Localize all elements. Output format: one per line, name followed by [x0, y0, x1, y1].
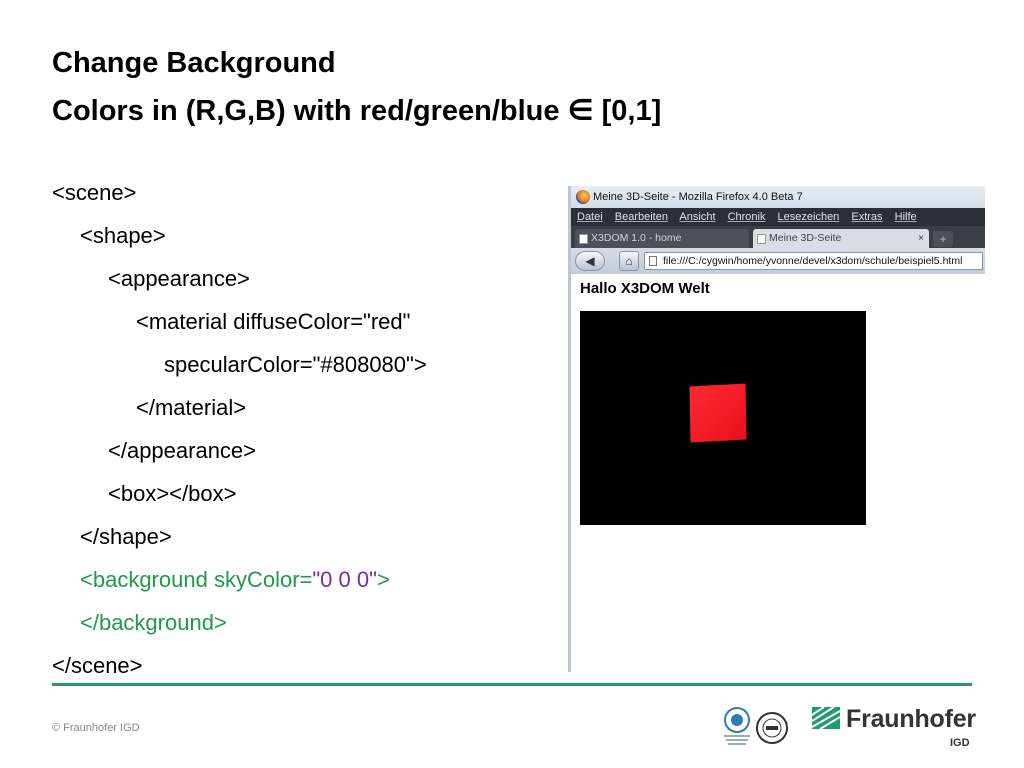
slide-title: Change Background [52, 47, 336, 79]
copyright-text: © Fraunhofer IGD [52, 722, 140, 734]
menu-extras[interactable]: Extras [851, 211, 883, 223]
menu-lesezeichen[interactable]: Lesezeichen [777, 211, 840, 223]
url-text: file:///C:/cygwin/home/yvonne/devel/x3do… [663, 255, 963, 267]
back-button[interactable]: ◀ [575, 251, 605, 271]
menu-bearbeiten[interactable]: Bearbeiten [614, 211, 668, 223]
code-appearance-close: </appearance> [108, 438, 257, 463]
tab-label: Meine 3D-Seite [769, 232, 842, 244]
menu-hilfe[interactable]: Hilfe [894, 211, 917, 223]
code-background-tag: <background [80, 567, 208, 592]
code-material-open: <material diffuseColor="red" [136, 309, 411, 334]
browser-menu-bar: Datei Bearbeiten Ansicht Chronik Lesezei… [571, 208, 985, 226]
red-cube [689, 383, 747, 443]
code-background-close: </background> [80, 610, 227, 635]
code-scene-open: <scene> [52, 180, 137, 205]
page-icon [649, 256, 657, 266]
code-box: <box></box> [108, 481, 237, 506]
tab-label: X3DOM 1.0 - home [591, 232, 682, 244]
code-shape-close: </shape> [80, 524, 172, 549]
code-material-close: </material> [136, 395, 247, 420]
url-bar[interactable]: file:///C:/cygwin/home/yvonne/devel/x3do… [644, 252, 983, 270]
code-background-attr: skyColor= [213, 567, 313, 592]
code-specular-attr: specularColor="#808080"> [164, 352, 427, 377]
browser-window-title: Meine 3D-Seite - Mozilla Firefox 4.0 Bet… [593, 191, 803, 203]
browser-tab-strip: X3DOM 1.0 - home Meine 3D-Seite × + [571, 226, 985, 248]
tab-x3dom-home[interactable]: X3DOM 1.0 - home [575, 229, 749, 248]
fraunhofer-logo-sub: IGD [950, 737, 970, 749]
x3d-canvas[interactable] [580, 311, 866, 525]
iqnet-seal-icon [756, 712, 788, 744]
fraunhofer-logo-icon [812, 707, 840, 729]
page-heading: Hallo X3DOM Welt [580, 280, 710, 297]
new-tab-button[interactable]: + [933, 231, 953, 247]
page-icon [579, 234, 588, 244]
browser-content: Hallo X3DOM Welt [571, 274, 985, 672]
menu-ansicht[interactable]: Ansicht [679, 211, 716, 223]
browser-nav-bar: ◀ ⌂ file:///C:/cygwin/home/yvonne/devel/… [571, 248, 985, 274]
page-icon [757, 234, 766, 244]
close-icon[interactable]: × [918, 233, 924, 244]
slide-subtitle: Colors in (R,G,B) with red/green/blue ∈ … [52, 95, 662, 127]
code-scene-close: </scene> [52, 653, 143, 678]
code-background-value: "0 0 0" [312, 567, 377, 592]
back-arrow-icon: ◀ [585, 254, 595, 268]
browser-screenshot: Meine 3D-Seite - Mozilla Firefox 4.0 Bet… [568, 186, 985, 672]
code-background-end: > [376, 567, 390, 592]
fraunhofer-logo-text: Fraunhofer [846, 705, 976, 733]
code-shape-open: <shape> [80, 223, 166, 248]
code-background-open: <background skyColor="0 0 0"> [80, 567, 390, 593]
browser-title-bar: Meine 3D-Seite - Mozilla Firefox 4.0 Bet… [571, 186, 985, 208]
home-button[interactable]: ⌂ [619, 251, 639, 271]
home-icon: ⌂ [625, 254, 633, 268]
footer-divider [52, 683, 972, 686]
tab-meine-3d-seite[interactable]: Meine 3D-Seite × [753, 229, 929, 248]
certification-seal-icon [724, 707, 750, 745]
firefox-icon [576, 190, 590, 204]
code-appearance-open: <appearance> [108, 266, 250, 291]
menu-datei[interactable]: Datei [577, 211, 603, 223]
menu-chronik[interactable]: Chronik [727, 211, 766, 223]
